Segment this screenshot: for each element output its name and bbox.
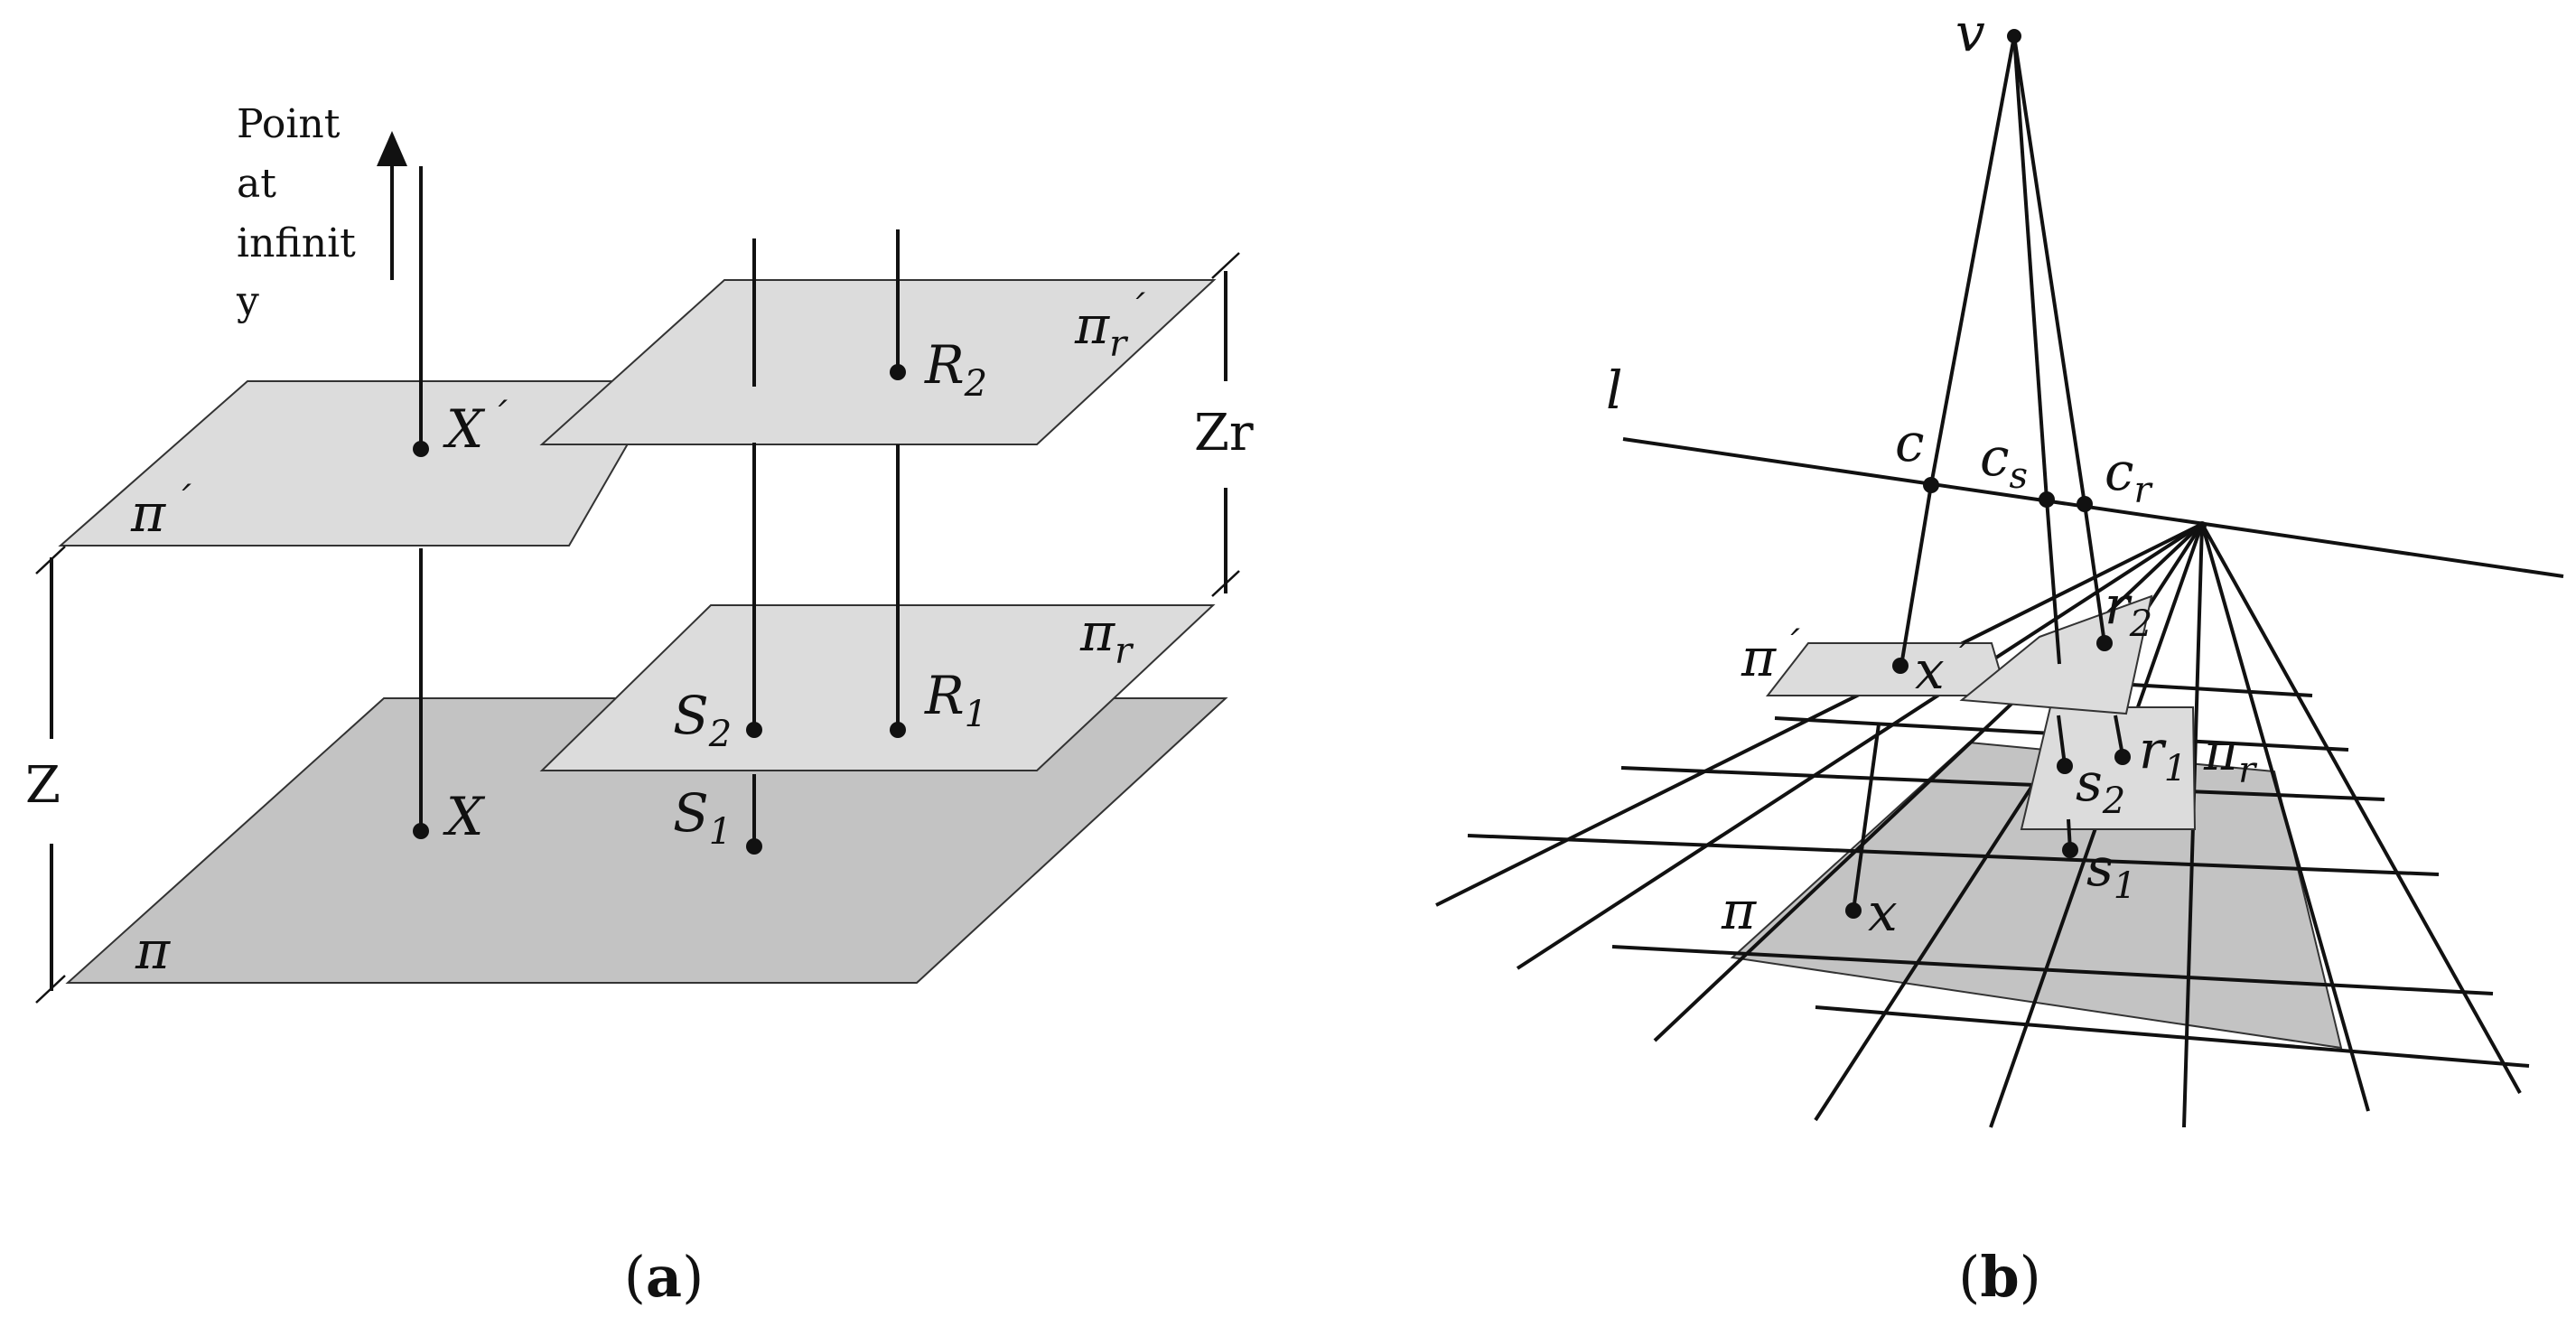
label-plane-pi: π [135,920,171,981]
ray-v-to-cr [2012,35,2086,505]
grid-line-h6 [1815,1005,2530,1068]
point-cs [2039,491,2055,508]
label-X-prime: X´ [443,397,508,460]
label-dimension-Z: Z [25,756,61,815]
zr-tick-bottom [1211,570,1240,597]
z-tick-bottom [35,975,66,1004]
label-s1: s1 [2086,836,2136,907]
panel-b: v l c cs cr π´ x´ r2 r1 πr s2 s1 π x [1435,2,2564,1310]
infinity-note-line-3: infinit [237,220,356,266]
grid-line-h3 [1620,766,2385,801]
label-pi-prime-b: π´ [1741,625,1800,688]
infinity-note-line-1: Point [237,101,341,147]
plane-pi-prime-b [1765,642,2009,696]
point-vanishing [2198,521,2207,530]
ray-v-to-cs [2012,35,2049,500]
grid-line-fan-1 [1435,522,2203,907]
ray-x-prime-to-x [1852,724,1881,911]
line-l [1622,437,2564,578]
panel-a: Point at infinit y X´ X R2 R1 S2 S1 π π´… [25,101,1254,1310]
point-s2 [2057,758,2073,774]
point-X-prime [413,441,429,457]
point-S1 [746,838,762,855]
plane-pi-r-prime-b [1959,594,2153,715]
label-cs: cs [1980,426,2028,497]
plane-pi-r-prime [539,279,1217,445]
caption-b: (b) [1958,1244,2041,1310]
label-S2: S2 [673,685,732,755]
grid-line-h5 [1611,945,2494,995]
label-X: X [443,786,486,847]
grid-line-fan-7 [2200,523,2370,1112]
plane-pi-r-b [2020,706,2197,830]
grid-line-fan-8 [2200,523,2522,1094]
ray-cs-down [2045,499,2061,665]
point-cr [2077,496,2093,512]
point-v [2007,29,2021,43]
point-R1 [890,722,906,738]
label-S1: S1 [673,782,732,853]
label-cr: cr [2105,441,2153,511]
label-v: v [1955,2,1985,63]
ray-cr-to-r2 [2083,503,2106,644]
plane-pi-prime [58,380,666,547]
label-pi-b: π [1721,880,1757,941]
infinity-note-line-4: y [236,278,259,324]
label-l: l [1606,360,1623,421]
label-r2: r2 [2105,575,2152,645]
ray-r2-to-r1 [2114,715,2124,756]
label-s2: s2 [2076,752,2125,822]
ray-v-to-c [1929,35,2016,486]
point-x-prime [1892,658,1909,674]
label-c: c [1895,412,1924,473]
label-plane-pi-r-prime: πr´ [1074,289,1145,365]
point-R2 [890,364,906,380]
plane-pi-r [539,604,1216,771]
label-dimension-Zr: Zr [1194,404,1254,462]
label-R1: R1 [924,665,987,735]
label-x: x [1868,882,1898,943]
infinity-note: Point at infinit y [236,101,369,324]
point-r2 [2096,635,2113,651]
label-pi-r-b: πr [2203,721,2258,791]
infinity-arrow-head [377,131,407,166]
point-X [413,823,429,839]
z-tick-top [35,546,66,575]
label-plane-pi-r: πr [1079,602,1134,672]
caption-a: (a) [624,1244,705,1310]
ray-c-to-x-prime [1899,484,1933,667]
point-s1 [2062,842,2078,858]
grid-line-h4 [1467,834,2440,876]
ray-cs-to-s2 [2057,715,2067,766]
label-r1: r1 [2139,719,2187,789]
point-x [1845,902,1862,919]
grid-line-fan-2 [1516,522,2204,970]
label-x-prime: x´ [1915,638,1969,701]
point-S2 [746,722,762,738]
point-c [1923,477,1939,493]
label-R2: R2 [924,334,987,405]
label-plane-pi-prime: π´ [130,481,191,544]
point-r1 [2114,749,2131,765]
infinity-note-line-2: at [237,161,276,207]
zr-tick-top [1211,252,1240,279]
